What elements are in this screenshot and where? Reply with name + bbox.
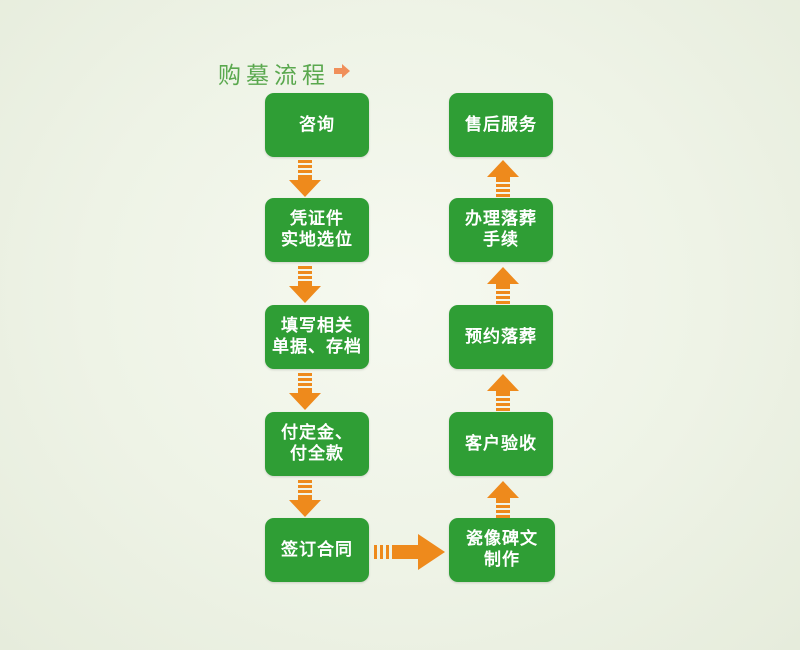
step-inscription[interactable]: 瓷像碑文 制作	[449, 518, 555, 582]
step-sign-contract[interactable]: 签订合同	[265, 518, 369, 582]
arrow-down-icon	[289, 373, 321, 410]
diagram-title: 购墓流程	[218, 63, 330, 89]
arrow-up-icon	[487, 481, 519, 518]
arrow-right-icon	[334, 64, 350, 78]
arrow-up-icon	[487, 267, 519, 304]
arrow-down-icon	[289, 480, 321, 517]
arrow-down-icon	[289, 160, 321, 197]
step-site-selection[interactable]: 凭证件 实地选位	[265, 198, 369, 262]
arrow-right-icon	[374, 534, 445, 570]
arrow-up-icon	[487, 374, 519, 411]
step-payment[interactable]: 付定金、 付全款	[265, 412, 369, 476]
step-fill-forms[interactable]: 填写相关 单据、存档	[265, 305, 369, 369]
arrow-up-icon	[487, 160, 519, 197]
step-book-burial[interactable]: 预约落葬	[449, 305, 553, 369]
step-after-sales[interactable]: 售后服务	[449, 93, 553, 157]
step-consult[interactable]: 咨询	[265, 93, 369, 157]
step-acceptance[interactable]: 客户验收	[449, 412, 553, 476]
step-burial-procedures[interactable]: 办理落葬 手续	[449, 198, 553, 262]
arrow-down-icon	[289, 266, 321, 303]
